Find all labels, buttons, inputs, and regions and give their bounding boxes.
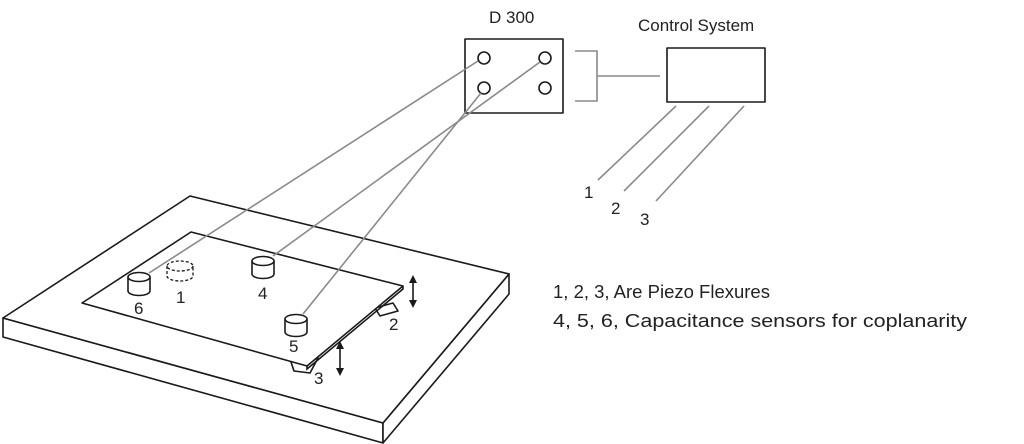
sensor-label-5: 5: [289, 337, 298, 356]
piezo-foot-2: [374, 302, 399, 317]
connector-bracket: [575, 50, 598, 102]
cable-sensor-6: [148, 60, 479, 274]
sensor-6: [127, 271, 151, 297]
piezo-1-hidden: [166, 260, 194, 282]
piezo-label-2: 2: [389, 315, 398, 334]
control-system-title: Control System: [638, 16, 754, 35]
channel-port: [477, 51, 491, 65]
legend-line-2: 4, 5, 6, Capacitance sensors for coplana…: [553, 310, 968, 331]
lead-3: [655, 105, 745, 202]
channel-port: [538, 51, 552, 65]
channel-port: [538, 81, 552, 95]
lead-1: [597, 105, 677, 181]
piezo-label-1: 1: [176, 288, 185, 307]
lead-label-2: 2: [611, 199, 620, 218]
lead-label-1: 1: [584, 183, 593, 202]
d300-unit: [464, 38, 564, 114]
d300-title: D 300: [489, 8, 534, 27]
legend-line-1: 1, 2, 3, Are Piezo Flexures: [553, 281, 770, 302]
lead-label-3: 3: [640, 210, 649, 229]
cable-sensor-4: [272, 61, 541, 257]
control-system-box: [666, 47, 766, 103]
lead-2: [623, 105, 710, 192]
piezo-label-3: 3: [314, 369, 323, 388]
sensor-label-4: 4: [258, 284, 267, 303]
sensor-5: [284, 313, 308, 338]
sensor-label-6: 6: [134, 299, 143, 318]
stage-plate: [81, 231, 404, 371]
sensor-4: [251, 255, 275, 280]
cable-sensor-5: [302, 92, 482, 315]
channel-port: [477, 81, 491, 95]
